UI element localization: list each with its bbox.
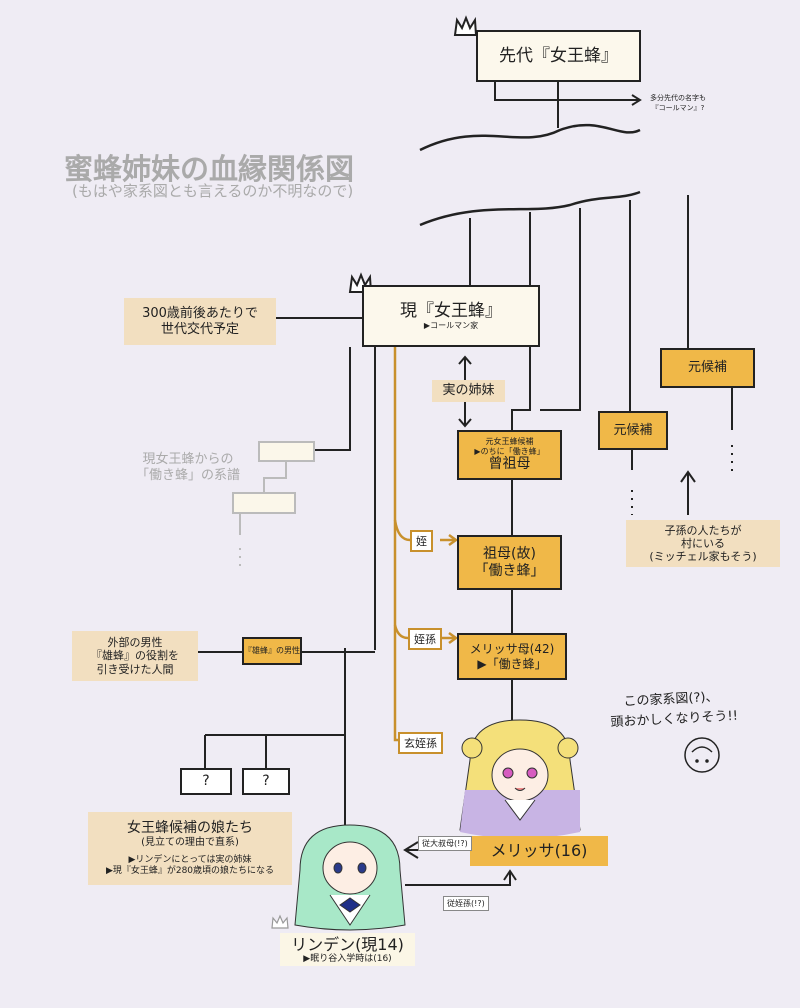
daughters-title: 女王蜂候補の娘たち [127, 820, 253, 837]
current-queen-box: 現『女王蜂』▶コールマン家 [362, 285, 540, 347]
worker-lineage-box [232, 492, 296, 514]
mother-box: メリッサ母(42)▶「働き蜂」 [457, 633, 567, 680]
drone-note: 外部の男性『雄蜂』の役割を引き受けた人間 [72, 631, 198, 681]
note-line: 世代交代予定 [160, 321, 239, 337]
linden-sub: ▶眠り谷入学時は(16) [303, 953, 392, 964]
note-line: 『コールマン』? [651, 104, 705, 112]
relation-label-niece: 姪 [410, 530, 433, 552]
box-line: メリッサ母(42) [469, 642, 555, 657]
note-line: 「働き蜂」の系譜 [136, 468, 241, 484]
box-line: 祖母(故) [483, 545, 536, 562]
linden-label: リンデン(現14) [291, 934, 404, 954]
previous-queen-box: 先代『女王蜂』 [476, 30, 641, 82]
great-grandmother-box: 元女王蜂候補▶のちに「働き蜂」曾祖母 [457, 430, 562, 480]
box-line: ▶のちに「働き蜂」 [474, 446, 545, 456]
note-line: 『雄蜂』の役割を [91, 649, 179, 663]
note-line: 子孫の人たちが [664, 523, 742, 537]
previous-queen-label: 先代『女王蜂』 [499, 45, 618, 66]
note-line: 現女王蜂からの [142, 452, 234, 467]
grandmother-box: 祖母(故)「働き蜂」 [457, 535, 562, 590]
linden-character [294, 824, 406, 931]
previous-queen-note: 多分先代の名字も『コールマン』? [650, 93, 706, 113]
box-line: 「働き蜂」 [474, 562, 545, 579]
box-line: ▶「働き蜂」 [477, 656, 547, 671]
handwritten-comment: この家系図(?)、頭おかしくなりそう!! [609, 687, 738, 733]
unknown-box: ? [180, 768, 232, 795]
note-line: 多分先代の名字も [650, 94, 706, 102]
relation-label-great-great-grandniece: 玄姪孫 [398, 732, 443, 754]
box-main: 曾祖母 [488, 456, 531, 473]
daughters-note: ▶現『女王蜂』が280歳頃の娘たちになる [105, 865, 275, 876]
diagram-title: 蜜蜂姉妹の血縁関係図 [64, 152, 355, 186]
melissa-name-box: メリッサ(16) [470, 836, 608, 866]
descendants-note: 子孫の人たちが村にいる(ミッチェル家もそう) [626, 520, 780, 567]
former-candidate-box: 元候補 [598, 411, 668, 450]
note-line: 村にいる [681, 536, 725, 550]
daughters-sub: (見立ての理由で直系) [141, 837, 239, 849]
note-line: (ミッチェル家もそう) [649, 550, 757, 564]
face-doodle-icon [684, 737, 720, 773]
relation-label-aunt: 従大叔母(!?) [418, 836, 472, 851]
relation-label-cousin-grandniece: 従姪孫(!?) [443, 896, 489, 911]
worker-lineage-box [258, 441, 315, 462]
linden-name-box: リンデン(現14)▶眠り谷入学時は(16) [280, 933, 415, 966]
note-line: 外部の男性 [107, 636, 163, 650]
box-line: 元女王蜂候補 [485, 437, 534, 446]
note-line: 300歳前後あたりで [142, 305, 258, 321]
succession-note: 300歳前後あたりで世代交代予定 [124, 298, 276, 345]
melissa-character [459, 719, 581, 839]
sisters-label: 実の姉妹 [432, 380, 505, 402]
daughters-note: ▶リンデンにとっては実の姉妹 [128, 855, 252, 866]
note-line: 引き受けた人間 [96, 662, 174, 676]
current-queen-label: 現『女王蜂』 [400, 301, 502, 321]
unknown-box: ? [242, 768, 290, 795]
relation-label-grandniece: 姪孫 [408, 628, 442, 650]
current-queen-sub: ▶コールマン家 [423, 321, 479, 331]
drone-box: 『雄蜂』の男性 [242, 637, 302, 665]
diagram-subtitle: (もはや家系図とも言えるのか不明なので) [72, 182, 354, 200]
daughters-box: 女王蜂候補の娘たち(見立ての理由で直系) ▶リンデンにとっては実の姉妹▶現『女王蜂… [88, 812, 292, 885]
worker-lineage-note: 現女王蜂からの「働き蜂」の系譜 [136, 452, 240, 485]
former-candidate-box: 元候補 [660, 348, 755, 388]
